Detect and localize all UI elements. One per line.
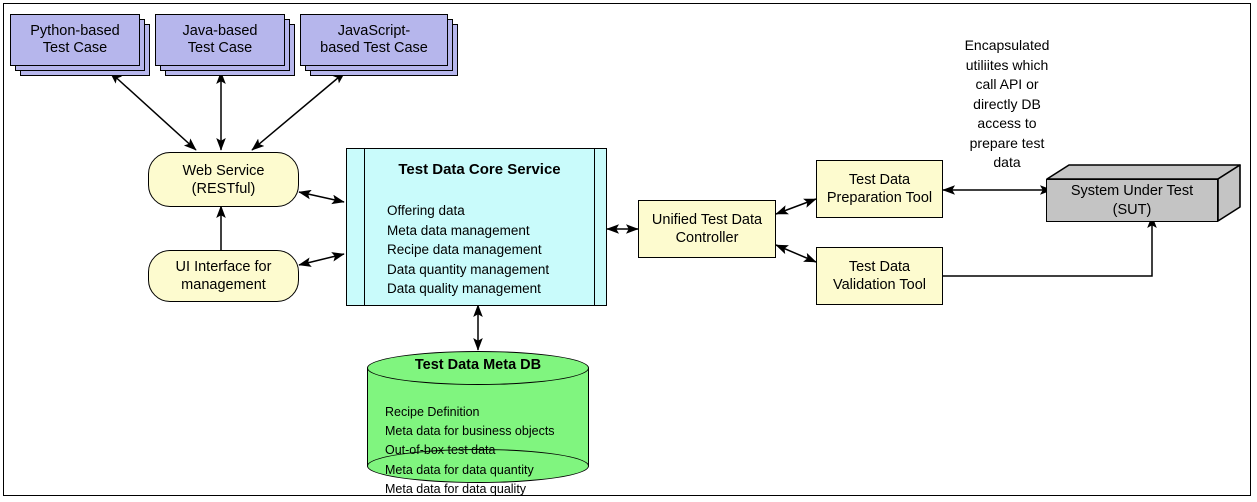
cylinder-top-ellipse (367, 351, 589, 385)
database-item: Meta data for data quantity (385, 462, 534, 477)
test-case-label: Java-based Test Case (182, 23, 258, 56)
node-test-data-validation-tool[interactable]: Test Data Validation Tool (816, 247, 943, 305)
core-service-item: Offering data (387, 203, 465, 218)
node-system-under-test[interactable]: System Under Test (SUT) (1046, 164, 1241, 222)
core-service-feature-list: Offering data Meta data management Recip… (387, 201, 549, 299)
test-case-label: Python-based Test Case (30, 23, 120, 56)
card-sheet-front (300, 14, 448, 66)
database-item: Recipe Definition (385, 405, 480, 419)
node-ui-interface[interactable]: UI Interface for management (148, 250, 299, 302)
core-service-item: Data quality management (387, 281, 541, 296)
core-service-title: Test Data Core Service (398, 161, 561, 178)
cylinder-bottom-ellipse (367, 449, 589, 483)
sut-3d-faces (1046, 164, 1241, 222)
card-sheet-front (10, 14, 140, 66)
node-unified-test-data-controller[interactable]: Unified Test Data Controller (638, 200, 776, 258)
test-case-label: JavaScript- based Test Case (320, 23, 428, 56)
component-rail-left (347, 149, 365, 305)
database-content-list: Recipe Definition Meta data for business… (385, 403, 555, 499)
database-item: Meta data for data quality (385, 481, 527, 496)
annotation-encapsulated-utilities: Encapsulated utiliites which call API or… (964, 37, 1050, 170)
node-test-data-preparation-tool[interactable]: Test Data Preparation Tool (816, 160, 943, 218)
node-test-data-core-service[interactable]: Test Data Core Service Offering data Met… (346, 148, 607, 306)
component-rail-right (594, 149, 606, 305)
core-service-item: Recipe data management (387, 242, 542, 257)
node-test-data-meta-db[interactable]: Test Data Meta DB Recipe Definition Meta… (367, 351, 589, 496)
database-item: Meta data for business objects (385, 424, 555, 439)
core-service-item: Data quantity management (387, 261, 550, 277)
database-title: Test Data Meta DB (414, 357, 542, 373)
sut-label: System Under Test (SUT) (1046, 179, 1218, 222)
test-case-card-java[interactable]: Java-based Test Case (155, 14, 295, 76)
diagram-border (3, 3, 1251, 496)
test-case-card-javascript[interactable]: JavaScript- based Test Case (300, 14, 460, 76)
test-case-card-python[interactable]: Python-based Test Case (10, 14, 150, 76)
node-web-service[interactable]: Web Service (RESTful) (148, 152, 299, 207)
core-service-item: Meta data management (387, 222, 530, 238)
database-item: Out-of-box test data (385, 443, 496, 458)
card-sheet-front (155, 14, 285, 66)
